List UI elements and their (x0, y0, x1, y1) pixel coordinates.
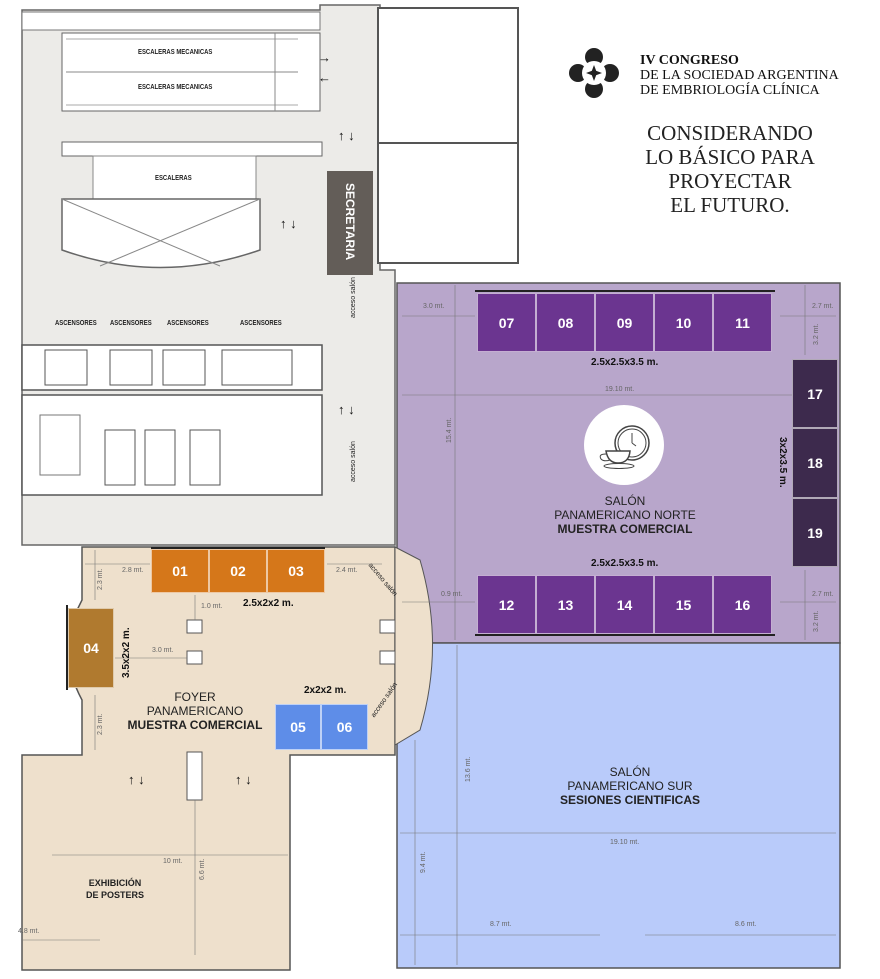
salon-sur-label: SALÓN PANAMERICANO SUR SESIONES CIENTIFI… (525, 765, 735, 807)
stand-02[interactable]: 02 (209, 549, 267, 593)
stand-04[interactable]: 04 (68, 608, 114, 688)
salon-norte-label: SALÓN PANAMERICANO NORTE MUESTRA COMERCI… (530, 494, 720, 536)
room-name: PANAMERICANO (146, 704, 244, 718)
stand-12[interactable]: 12 (477, 575, 536, 634)
dimension-label: 2.7 mt. (812, 591, 834, 598)
arrow-right-icon: → (318, 50, 331, 65)
elevator-label: ASCENSORES (55, 320, 97, 327)
secretaria-label: SECRETARIA (343, 183, 357, 261)
dimension-label: 19.10 mt. (610, 839, 640, 846)
stand-size-label: 2.5x2x2 m. (243, 598, 294, 609)
stand-10[interactable]: 10 (654, 293, 713, 352)
stand-09[interactable]: 09 (595, 293, 654, 352)
dimension-label: 13.6 mt. (465, 756, 472, 782)
congress-title: IV CONGRESO DE LA SOCIEDAD ARGENTINA DE … (640, 53, 839, 98)
room-name: EXHIBICIÓN (88, 878, 142, 888)
dimension-label: 2.3 mt. (97, 568, 104, 590)
stand-07[interactable]: 07 (477, 293, 536, 352)
stand-06[interactable]: 06 (321, 704, 368, 750)
access-label: acceso salón (350, 441, 357, 482)
dimension-label: 2.3 mt. (97, 713, 104, 735)
stand-18[interactable]: 18 (792, 428, 838, 498)
dimension-label: 9.4 mt. (420, 851, 427, 873)
room-purpose: MUESTRA COMERCIAL (557, 522, 693, 536)
stand-16[interactable]: 16 (713, 575, 772, 634)
dimension-label: 10 mt. (163, 858, 183, 865)
room-name: SALÓN (604, 494, 646, 508)
elevator-label: ASCENSORES (240, 320, 282, 327)
escalator-label: ESCALERAS MECANICAS (138, 49, 213, 56)
dimension-label: 6.6 mt. (199, 858, 206, 880)
dimension-label: 3.2 mt. (813, 323, 820, 345)
restroom-block (377, 7, 519, 264)
coffee-break-icon (584, 405, 664, 485)
stairs-label: ESCALERAS (155, 175, 192, 182)
elevator-label: ASCENSORES (110, 320, 152, 327)
dimension-label: 8.6 mt. (735, 921, 757, 928)
dimension-label: 4.8 mt. (18, 928, 40, 935)
dimension-label: 2.8 mt. (122, 567, 144, 574)
stand-01[interactable]: 01 (151, 549, 209, 593)
stand-08[interactable]: 08 (536, 293, 595, 352)
logo-line-1: IV CONGRESO (640, 53, 739, 68)
logo-line-3: DE EMBRIOLOGÍA CLÍNICA (640, 83, 820, 98)
stand-size-label: 2.5x2.5x3.5 m. (591, 357, 659, 368)
arrow-up-down-icon: ↑ ↓ (338, 128, 355, 143)
dimension-label: 3.0 mt. (423, 303, 445, 310)
arrow-left-icon: ← (318, 70, 331, 85)
slogan-line-2: LO BÁSICO PARA PROYECTAR (645, 145, 815, 193)
dimension-label: 0.9 mt. (441, 591, 463, 598)
stand-17[interactable]: 17 (792, 359, 838, 428)
stand-14[interactable]: 14 (595, 575, 654, 634)
room-name: SALÓN (609, 765, 651, 779)
posters-label: EXHIBICIÓN DE POSTERS (70, 877, 160, 901)
stand-03[interactable]: 03 (267, 549, 325, 593)
dimension-label: 1.0 mt. (201, 603, 223, 610)
stand-05[interactable]: 05 (275, 704, 321, 750)
arrow-up-down-icon: ↑ ↓ (235, 772, 252, 787)
stand-13[interactable]: 13 (536, 575, 595, 634)
slogan: CONSIDERANDO LO BÁSICO PARA PROYECTAR EL… (590, 121, 870, 217)
room-purpose: MUESTRA COMERCIAL (127, 718, 263, 732)
room-purpose: SESIONES CIENTIFICAS (559, 793, 701, 807)
dimension-label: 2.7 mt. (812, 303, 834, 310)
elevator-label: ASCENSORES (167, 320, 209, 327)
secretaria-desk: SECRETARIA (327, 171, 373, 275)
dimension-label: 8.7 mt. (490, 921, 512, 928)
salon-sur-area (396, 642, 841, 969)
room-name: DE POSTERS (85, 890, 144, 900)
escalator-label: ESCALERAS MECANICAS (138, 84, 213, 91)
stand-size-label: 3x2x3.5 m. (777, 437, 788, 488)
stand-size-label: 3.5x2x2 m. (121, 627, 132, 678)
dimension-label: 15.4 mt. (446, 417, 453, 443)
dimension-label: 3.0 mt. (152, 647, 174, 654)
logo-line-2: DE LA SOCIEDAD ARGENTINA (640, 68, 839, 83)
room-name: PANAMERICANO SUR (567, 779, 693, 793)
slogan-line-3: EL FUTURO. (670, 193, 790, 217)
dimension-label: 3.2 mt. (813, 610, 820, 632)
stand-size-label: 2.5x2.5x3.5 m. (591, 558, 659, 569)
stand-19[interactable]: 19 (792, 498, 838, 567)
stand-15[interactable]: 15 (654, 575, 713, 634)
congress-logo-icon (568, 47, 620, 99)
slogan-line-1: CONSIDERANDO (647, 121, 813, 145)
stand-size-label: 2x2x2 m. (304, 685, 347, 696)
stand-11[interactable]: 11 (713, 293, 772, 352)
arrow-up-down-icon: ↑ ↓ (128, 772, 145, 787)
access-label: acceso salón (350, 277, 357, 318)
arrow-up-down-icon: ↑ ↓ (280, 216, 297, 231)
stairs-block (92, 155, 257, 200)
dimension-label: 2.4 mt. (336, 567, 358, 574)
room-name: PANAMERICANO NORTE (554, 508, 696, 522)
arrow-up-down-icon: ↑ ↓ (338, 402, 355, 417)
room-name: FOYER (174, 690, 216, 704)
foyer-label: FOYER PANAMERICANO MUESTRA COMERCIAL (110, 690, 280, 732)
dimension-label: 19.10 mt. (605, 386, 635, 393)
